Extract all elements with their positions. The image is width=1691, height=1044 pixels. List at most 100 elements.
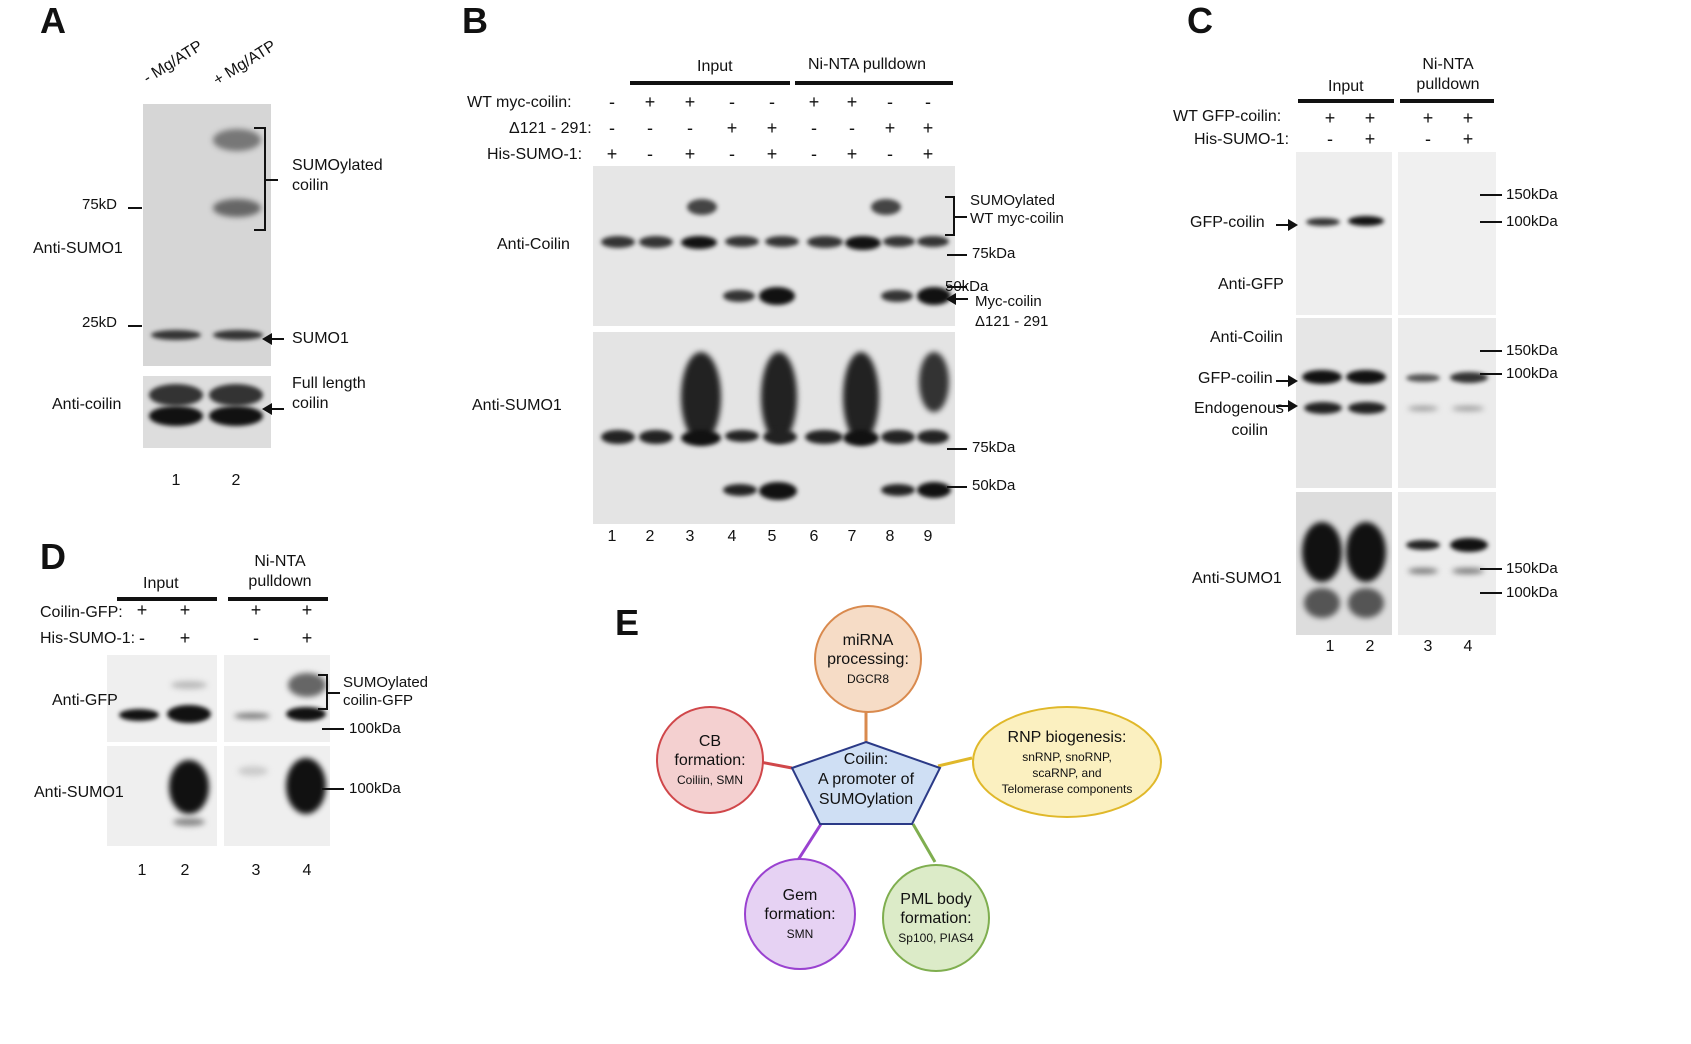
label-sumoylated-coilin-a: SUMOylated coilin (292, 157, 383, 194)
panel-label-e: E (615, 602, 640, 643)
b-sign: + (726, 118, 738, 138)
blot-d-anti-gfp-pulldown (224, 655, 330, 742)
b-sign: - (647, 144, 653, 164)
b-lane-number: 5 (767, 528, 777, 545)
c-sign: + (1462, 108, 1474, 128)
blot-a-anti-sumo1 (143, 104, 271, 366)
d-sign: + (179, 600, 191, 620)
c-lane-number: 3 (1423, 638, 1433, 655)
marker-100kda-c2: 100kDa (1506, 365, 1558, 382)
d-lane-number: 4 (302, 862, 312, 879)
b-sign: - (729, 144, 735, 164)
marker-100kda-c1: 100kDa (1506, 213, 1558, 230)
b-sign: + (922, 144, 934, 164)
marker-75kda-b-top: 75kDa (972, 245, 1016, 262)
b-sign: - (687, 118, 693, 138)
b-sign: + (846, 92, 858, 112)
node-pml-title: PML body formation: (900, 891, 972, 927)
label-full-length-coilin-a: Full length coilin (292, 375, 366, 412)
b-sign: - (609, 92, 615, 112)
node-mirna-title: miRNA processing: (827, 632, 909, 668)
b-sign: - (609, 118, 615, 138)
d-sign: + (136, 600, 148, 620)
marker-150kda-c1: 150kDa (1506, 186, 1558, 203)
arrow-gfp-coilin-1 (1276, 219, 1298, 231)
blot-label-anti-gfp-d: Anti-GFP (52, 692, 118, 709)
b-sign: - (729, 92, 735, 112)
d-lane-number: 2 (180, 862, 190, 879)
blot-c-anti-coilin-input (1296, 318, 1392, 488)
b-sign: + (606, 144, 618, 164)
row-label-delta-121-291: Δ121 - 291: (509, 120, 592, 137)
b-sign: + (846, 144, 858, 164)
marker-100kda-d1: 100kDa (349, 720, 401, 737)
c-sign: + (1422, 108, 1434, 128)
band-label-gfp-coilin-1: GFP-coilin (1190, 214, 1265, 231)
band-label-gfp-coilin-2: GFP-coilin (1198, 370, 1273, 387)
marker-75kda-b-bottom: 75kDa (972, 439, 1016, 456)
blot-label-anti-gfp-c: Anti-GFP (1218, 276, 1284, 293)
lane-number: 1 (171, 472, 181, 489)
node-cb-title: CB formation: (674, 733, 746, 769)
b-sign: + (766, 118, 778, 138)
band-label-endogenous-coilin: Endogenous coilin (1194, 400, 1284, 439)
d-sign: + (250, 600, 262, 620)
label-sumoylated-coilin-gfp: SUMOylated coilin-GFP (343, 674, 429, 709)
row-label-his-sumo-1-b: His-SUMO-1: (487, 146, 583, 163)
node-pml-body: PML body formation: Sp100, PIAS4 (882, 864, 990, 972)
c-lane-number: 4 (1463, 638, 1473, 655)
row-label-his-sumo-1-d: His-SUMO-1: (40, 630, 136, 647)
b-sign: + (684, 144, 696, 164)
node-cb-formation: CB formation: Coiliin, SMN (656, 706, 764, 814)
group-pulldown-b: Ni-NTA pulldown (808, 56, 926, 73)
label-myc-coilin-delta: Myc-coilin Δ121 - 291 (975, 293, 1049, 330)
b-sign: + (884, 118, 896, 138)
marker-150kda-c3: 150kDa (1506, 560, 1558, 577)
c-sign: + (1462, 129, 1474, 149)
node-gem-sub: SMN (786, 927, 814, 941)
b-lane-number: 8 (885, 528, 895, 545)
marker-50kda-b-top: 50kDa (945, 278, 989, 295)
blot-c-anti-sumo1-input (1296, 492, 1392, 635)
label-sumo1-a: SUMO1 (292, 330, 349, 347)
blot-d-anti-gfp-input (107, 655, 217, 742)
b-sign: + (922, 118, 934, 138)
bracket-sumoylated-coilin-gfp (318, 674, 340, 710)
group-input-c: Input (1328, 78, 1364, 95)
b-lane-number: 2 (645, 528, 655, 545)
b-lane-number: 9 (923, 528, 933, 545)
bracket-sumoylated-wt-b (945, 196, 967, 236)
blot-label-anti-coilin-a: Anti-coilin (52, 396, 122, 413)
blot-b-anti-coilin (593, 166, 955, 326)
marker-75kd-a: 75kD (82, 196, 118, 213)
node-cb-sub: Coiliin, SMN (676, 773, 743, 787)
blot-label-anti-sumo1-a: Anti-SUMO1 (33, 240, 123, 257)
panel-label-a: A (40, 0, 66, 41)
node-rnp-sub: snRNP, snoRNP, scaRNP, and Telomerase co… (1001, 749, 1133, 796)
marker-50kda-b-bottom: 50kDa (972, 477, 1016, 494)
c-lane-number: 1 (1325, 638, 1335, 655)
d-sign: + (301, 628, 313, 648)
c-sign: - (1425, 129, 1431, 149)
b-sign: - (887, 92, 893, 112)
row-label-his-sumo-1-c: His-SUMO-1: (1194, 131, 1290, 148)
panel-label-d: D (40, 536, 66, 577)
center-label-coilin: Coilin: A promoter of SUMOylation (817, 751, 915, 808)
blot-label-anti-sumo1-b: Anti-SUMO1 (472, 397, 562, 414)
b-sign: - (811, 118, 817, 138)
blot-b-anti-sumo1 (593, 332, 955, 524)
b-lane-number: 7 (847, 528, 857, 545)
row-label-coilin-gfp: Coilin-GFP: (40, 604, 123, 621)
marker-150kda-c2: 150kDa (1506, 342, 1558, 359)
blot-label-anti-sumo1-c: Anti-SUMO1 (1192, 570, 1282, 587)
blot-a-anti-coilin (143, 376, 271, 448)
bracket-sumoylated-coilin-a (254, 127, 278, 231)
d-sign: + (301, 600, 313, 620)
b-sign: - (769, 92, 775, 112)
b-sign: + (684, 92, 696, 112)
node-mirna-processing: miRNA processing: DGCR8 (814, 605, 922, 713)
b-sign: - (647, 118, 653, 138)
node-rnp-biogenesis: RNP biogenesis: snRNP, snoRNP, scaRNP, a… (972, 706, 1162, 818)
c-sign: + (1324, 108, 1336, 128)
